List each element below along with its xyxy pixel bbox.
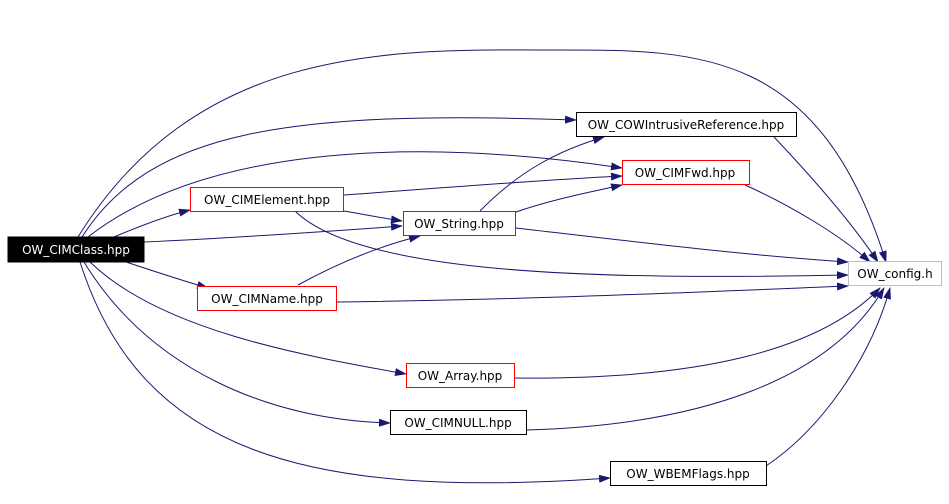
edge-string-to-config [515,227,849,266]
node-cimelement-label: OW_CIMElement.hpp [204,193,330,207]
edge-string-to-cimfwd [515,183,623,213]
node-cimname-label: OW_CIMName.hpp [211,292,323,306]
node-array[interactable]: OW_Array.hpp [406,363,515,388]
edge-cowintrusive-to-config [773,136,879,263]
edge-cimclass-to-string [143,222,403,243]
edge-cimelement-to-config [294,210,849,280]
node-cimclass[interactable]: OW_CIMClass.hpp [7,236,145,263]
node-cimnull-label: OW_CIMNULL.hpp [404,416,511,430]
node-config-label: OW_config.h [857,267,932,281]
edge-cimfwd-to-config [744,184,871,263]
node-string[interactable]: OW_String.hpp [403,211,516,236]
node-cimfwd-label: OW_CIMFwd.hpp [635,166,736,180]
node-cimnull[interactable]: OW_CIMNULL.hpp [390,410,527,435]
node-wbemflags[interactable]: OW_WBEMFlags.hpp [610,461,767,486]
edge-cimclass-to-cimnull [83,261,391,427]
edge-cimclass-to-config [77,49,887,263]
edge-cimname-to-string [297,234,421,286]
node-cowintrusive-label: OW_COWIntrusiveReference.hpp [588,118,785,132]
edge-cimelement-to-cimfwd [343,172,623,196]
node-cimelement[interactable]: OW_CIMElement.hpp [190,187,344,212]
edge-string-to-cowintrusive [479,136,605,212]
node-cimname[interactable]: OW_CIMName.hpp [197,286,337,311]
node-config[interactable]: OW_config.h [848,261,942,286]
edge-cimname-to-config [335,282,849,303]
edge-wbemflags-to-config [765,287,891,467]
edges [77,49,891,484]
edge-cimnull-to-config [525,287,885,431]
edge-array-to-config [513,287,881,379]
edge-cimelement-to-string [343,210,403,224]
edge-cimclass-to-array [89,261,407,376]
node-string-label: OW_String.hpp [414,217,504,231]
edge-cimclass-to-cimelement [113,208,191,238]
edge-cimclass-to-cimfwd [87,151,623,238]
node-cowintrusive[interactable]: OW_COWIntrusiveReference.hpp [576,112,797,137]
edge-cimclass-to-cowintrusive [81,115,577,238]
node-cimclass-label: OW_CIMClass.hpp [22,243,130,257]
node-array-label: OW_Array.hpp [418,369,503,383]
node-cimfwd[interactable]: OW_CIMFwd.hpp [622,160,750,185]
node-wbemflags-label: OW_WBEMFlags.hpp [626,467,749,481]
edge-cimclass-to-wbemflags [79,261,611,484]
